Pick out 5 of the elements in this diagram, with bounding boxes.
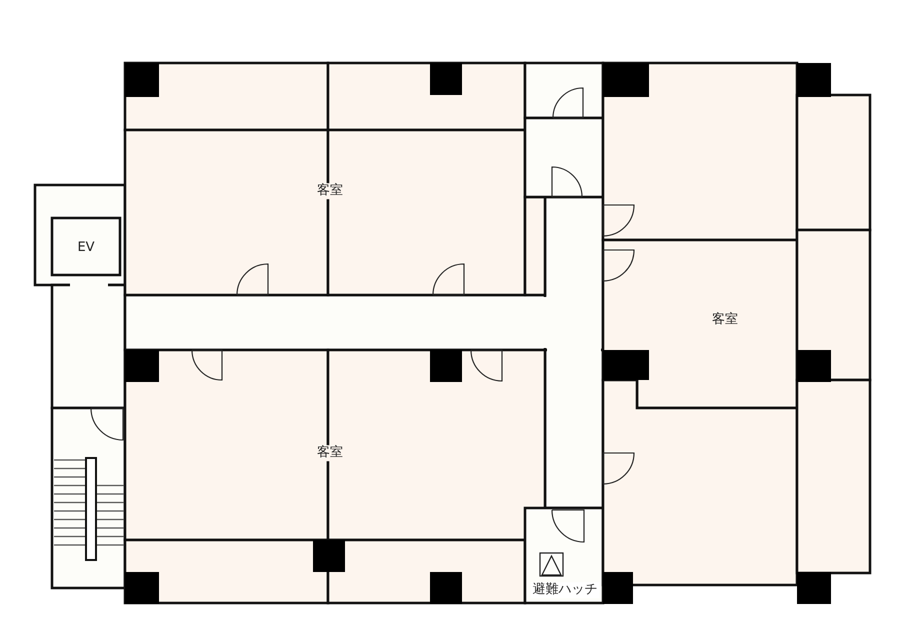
room-label: 客室 <box>315 183 345 199</box>
room-label: 客室 <box>315 445 345 461</box>
elevator-label: EV <box>76 240 96 256</box>
room-label: 客室 <box>711 312 739 328</box>
hatch-label: 避難ハッチ <box>530 582 600 598</box>
